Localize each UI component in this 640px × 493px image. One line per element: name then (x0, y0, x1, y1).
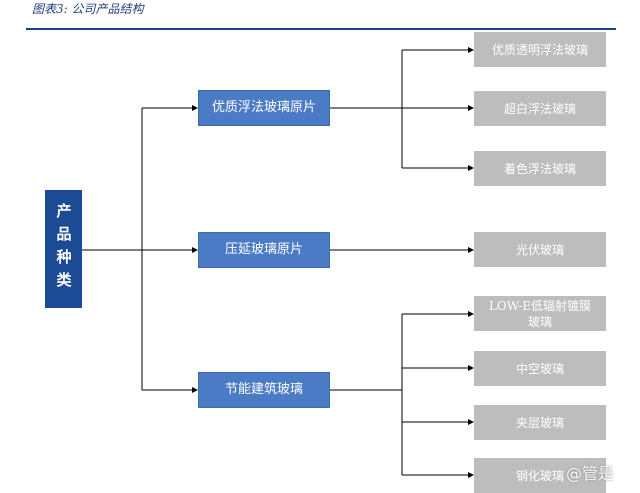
leaf-node: 钢化玻璃 (474, 458, 606, 493)
root-node: 产品种类 (45, 190, 82, 308)
category-float-glass: 优质浮法玻璃原片 (198, 90, 330, 126)
leaf-node: 光伏玻璃 (474, 232, 606, 267)
figure-title: 图表3: 公司产品结构 (32, 2, 144, 16)
title-divider (26, 28, 616, 30)
leaf-node: LOW-E低辐射镀膜玻璃 (474, 296, 606, 331)
leaf-node: 中空玻璃 (474, 351, 606, 386)
category-energy-saving-glass: 节能建筑玻璃 (198, 372, 330, 408)
leaf-node: 优质透明浮法玻璃 (474, 32, 606, 67)
leaf-node: 夹层玻璃 (474, 405, 606, 440)
watermark: @管是 (566, 464, 615, 483)
category-rolled-glass: 压延玻璃原片 (198, 232, 330, 268)
leaf-node: 超白浮法玻璃 (474, 91, 606, 126)
leaf-node: 着色浮法玻璃 (474, 151, 606, 186)
